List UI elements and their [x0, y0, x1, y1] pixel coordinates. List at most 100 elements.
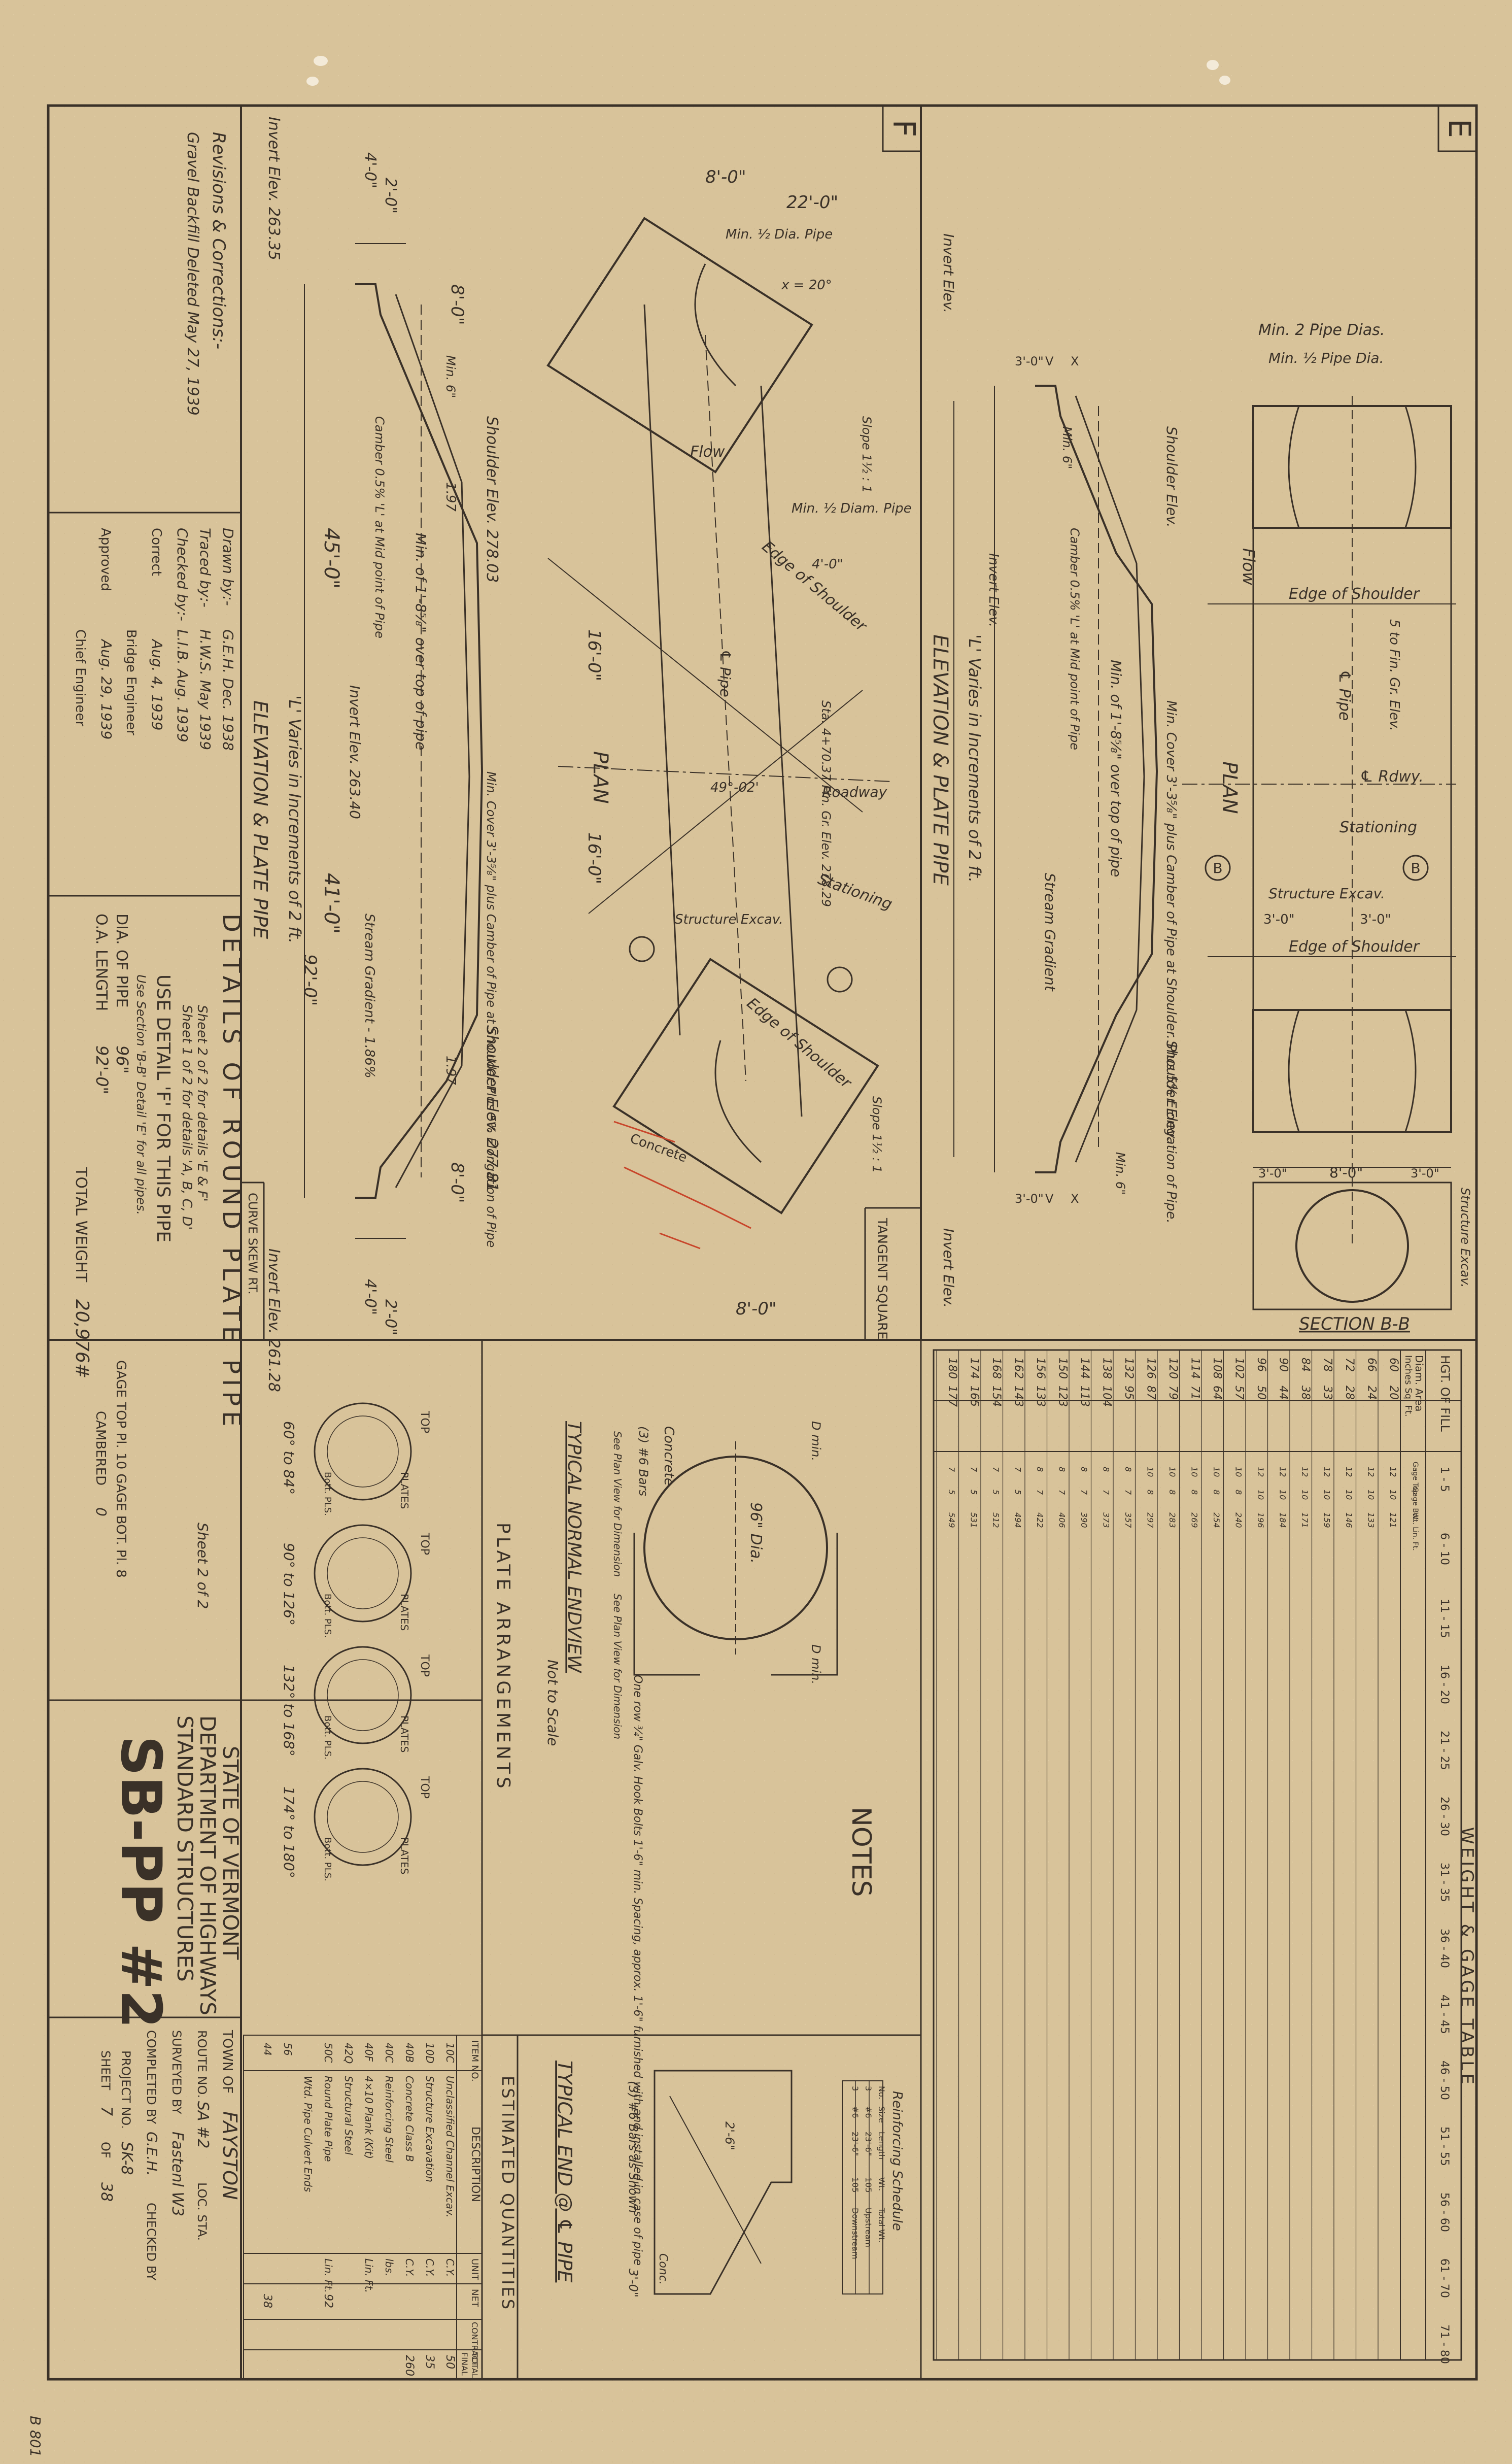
- min-6-f: Min. 6": [443, 355, 458, 398]
- dim-92-0: 92'-0": [300, 954, 320, 1006]
- dim-3-0-left: 3'-0": [1263, 912, 1295, 927]
- town-value: FAYSTON: [219, 2111, 241, 2200]
- weight-table-cell: 8: [1057, 1467, 1067, 1472]
- weight-table-cell: 8: [1167, 1490, 1177, 1495]
- dim-x-elev-bottom: X: [1071, 1192, 1079, 1206]
- plate-arrangements: PLATE ARRANGEMENTS TOP PLATES Bott. PLS.…: [281, 1402, 513, 1881]
- traced-by-label: Traced by:-: [197, 528, 214, 607]
- edge-of-shoulder-lower: Edge of Shoulder: [1289, 938, 1420, 956]
- quantities-cell: Lin. Ft.: [363, 2258, 375, 2293]
- quantities-cell: Wtd. Pipe Culvert Ends: [302, 2076, 314, 2192]
- plate-range-2: 90° to 126°: [281, 1543, 297, 1626]
- quantities-cell: 50C: [322, 2043, 334, 2063]
- plate-bottom-label: Bott. PLS.: [322, 1837, 333, 1881]
- cambered-value: 0: [93, 1507, 110, 1516]
- weight-table-cell: 10: [1146, 1467, 1155, 1477]
- section-bb-excav: Structure Excav.: [1458, 1188, 1472, 1288]
- quantities-cell: Structural Steel: [342, 2076, 355, 2155]
- traced-by-value: H.W.S. May 1939: [197, 629, 214, 750]
- schedule-row: 3 #6 23'-6" 105 Upstream: [864, 2086, 873, 2247]
- weight-table-cell: 373: [1102, 1512, 1111, 1528]
- dim-16-0-top: 16'-0": [584, 629, 604, 681]
- fill-range: 56 - 60: [1438, 2192, 1451, 2232]
- plate-plates-label: PLATES: [398, 1472, 410, 1509]
- section-mark-left: B: [1213, 860, 1222, 876]
- sheet-ref: Sheet 2 of 2: [194, 1523, 211, 1609]
- standard-structures: STANDARD STRUCTURES: [173, 1715, 197, 1982]
- quantities-cell: 10C: [444, 2043, 456, 2063]
- sheet-code: SB-PP #2: [109, 1736, 174, 2029]
- weight-table-cell: 8: [1035, 1467, 1045, 1472]
- section-mark-right: B: [1411, 860, 1420, 876]
- dim-4-0-top: 4'-0": [361, 152, 379, 188]
- state-of-vermont: STATE OF VERMONT: [218, 1746, 243, 1960]
- quantities-header: CONTRACT: [470, 2322, 479, 2367]
- punch-holes: [306, 56, 1230, 86]
- quantities-item-38: 38: [261, 2294, 273, 2308]
- weight-table-cell: 7: [1035, 1490, 1045, 1495]
- weight-table-cell: 168: [990, 1358, 1003, 1379]
- pipe-cl-f: ℄ Pipe: [717, 650, 734, 697]
- quantities-row: 10C Unclassified Channel Excav. C.Y. 50: [443, 2043, 456, 2369]
- station-note-f: Sta. 4+70.37 Fin. Gr. Elev. 278.29: [819, 700, 833, 907]
- concrete-red-markup: [613, 1121, 751, 1250]
- dim-x-elev-top: X: [1071, 354, 1079, 368]
- quantities-cell: C.Y.: [403, 2258, 416, 2277]
- weight-table-cell: 7: [947, 1467, 956, 1472]
- town-label: TOWN OF: [220, 2030, 235, 2094]
- quantities-header: NET: [469, 2289, 480, 2308]
- weight-table-cell: 7: [969, 1467, 979, 1472]
- weight-table-cell: 196: [1256, 1512, 1265, 1528]
- drawn-by-label: Drawn by:-: [220, 528, 236, 606]
- elevation-title-f: ELEVATION & PLATE PIPE: [249, 700, 271, 939]
- project-label: PROJECT NO.: [119, 2050, 133, 2129]
- weight-table-cell: 8: [1123, 1467, 1133, 1472]
- quantities-row: 40B Concrete Class B C.Y. 260: [403, 2043, 416, 2376]
- quantities-cell: 40C: [383, 2043, 395, 2063]
- weight-table-cell: 10: [1278, 1490, 1288, 1500]
- project-value: SK-8: [118, 2142, 135, 2175]
- weight-table-cell: 5: [1013, 1490, 1023, 1495]
- quantities-cell: Structure Excavation: [424, 2076, 436, 2182]
- dim-3-0-elev-bottom: 3'-0": [1015, 1192, 1044, 1206]
- weight-table-cell: 297: [1146, 1512, 1155, 1528]
- min-6-bottom-e: Min. 6": [1113, 1152, 1127, 1195]
- schedule-cell: 23'-6": [850, 2132, 860, 2156]
- weight-table-cell: 96: [1255, 1358, 1267, 1372]
- punch-hole: [1207, 60, 1219, 70]
- completed-value: G.E.H.: [144, 2132, 160, 2176]
- weight-table-title: WEIGHT & GAGE TABLE: [1457, 1827, 1477, 2087]
- weight-table-cell: 531: [969, 1512, 979, 1528]
- dim-1-97-bottom: 1.97: [443, 1056, 458, 1085]
- h-8-0-top: 8'-0": [447, 284, 467, 325]
- weight-table-cell: 90: [1277, 1358, 1290, 1372]
- weight-table-cell: 10: [1234, 1467, 1244, 1477]
- weight-table-cell: 132: [1122, 1358, 1135, 1379]
- state-block: STATE OF VERMONT DEPARTMENT OF HIGHWAYS …: [48, 1715, 243, 2281]
- fill-label: HGT. OF FILL: [1438, 1355, 1452, 1432]
- weight-table-cell: 12: [1322, 1467, 1332, 1477]
- route-label: ROUTE NO.: [195, 2030, 209, 2098]
- sub-header-weight: Wt. Lin. Ft.: [1411, 1512, 1419, 1551]
- weight-table-cell: 8: [1102, 1467, 1111, 1472]
- typical-end-conc: Conc.: [657, 2253, 669, 2285]
- section-bb-dim: 8'-0": [1329, 1164, 1363, 1181]
- quantities-cell: Unclassified Channel Excav.: [444, 2076, 456, 2218]
- punch-hole: [314, 56, 328, 66]
- sheet-note-2: Sheet 1 of 2 for details 'A, B, C, D': [179, 1005, 194, 1230]
- shoulder-elev-top-f: Shoulder Elev. 278.03: [483, 416, 501, 583]
- inches-label: Inches Sq. Ft.: [1403, 1355, 1414, 1417]
- min-half-diam-pipe: Min. ½ Diam. Pipe: [792, 501, 912, 516]
- weight-table-cell: 57: [1233, 1386, 1246, 1400]
- revisions-note: Gravel Backfill Deleted May 27, 1939: [184, 132, 201, 416]
- quantities-cell: C.Y.: [444, 2258, 456, 2277]
- weight-table-cell: 184: [1278, 1512, 1288, 1528]
- plate-range-4: 174° to 180°: [281, 1786, 297, 1878]
- dim-8-0-top: 8'-0": [705, 167, 746, 187]
